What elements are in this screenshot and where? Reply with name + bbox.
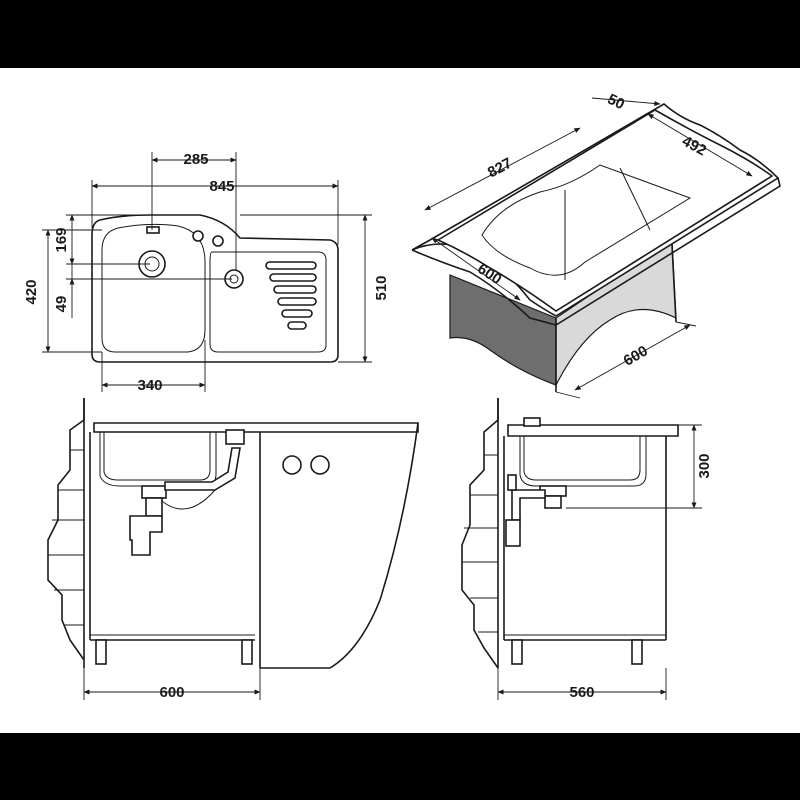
front-worktop	[93, 422, 419, 433]
side-tap	[523, 417, 541, 427]
dim-285-label: 285	[183, 151, 208, 168]
wall-bricks	[48, 449, 84, 626]
dim-510-label: 510	[373, 275, 390, 300]
drawing-area: 285 845 340 510 420 169 49 827	[0, 68, 800, 733]
dim-340-label: 340	[137, 377, 162, 394]
dim-560-label: 560	[569, 684, 594, 701]
plan-dimensions	[42, 152, 372, 392]
side-waste-pipe	[505, 474, 567, 547]
plan-view: 285 845 340 510 420 169 49	[23, 151, 390, 394]
drainer-ribs	[265, 261, 317, 330]
tap-hole-2	[212, 235, 224, 247]
isometric-view: 827 50 492 600 600	[411, 91, 781, 399]
tap-hole	[192, 230, 204, 242]
dim-169-label: 169	[53, 227, 70, 252]
dim-49-label: 49	[53, 296, 70, 313]
side-leg-right	[631, 639, 643, 665]
leg-right	[241, 639, 253, 665]
wall-edge	[47, 398, 85, 661]
dim-50-label: 50	[605, 91, 627, 114]
dim-827-label: 827	[485, 155, 515, 182]
dim-300-label: 300	[696, 453, 713, 478]
front-bowl	[103, 432, 211, 481]
dim-600-side-label: 600	[621, 342, 651, 369]
leg-left	[95, 639, 107, 665]
sink-outline	[91, 214, 339, 363]
overflow	[146, 226, 160, 234]
dim-600-label: 600	[159, 684, 184, 701]
knob-left	[282, 455, 302, 475]
knob-right	[310, 455, 330, 475]
front-waste-pipe	[129, 429, 245, 556]
side-wall-bricks	[462, 454, 498, 633]
side-worktop	[507, 424, 679, 437]
side-leg-left	[511, 639, 523, 665]
side-section: 300 560	[461, 398, 713, 701]
technical-drawing: 285 845 340 510 420 169 49 827	[23, 91, 781, 701]
dim-845-label: 845	[209, 178, 234, 195]
side-bowl	[523, 436, 641, 481]
cabinet-body	[449, 238, 677, 392]
side-wall-edge	[461, 398, 499, 669]
counter-side	[260, 422, 419, 669]
dim-420-label: 420	[23, 279, 40, 304]
iso-dimensions	[424, 97, 753, 399]
front-section: 600	[47, 398, 419, 701]
